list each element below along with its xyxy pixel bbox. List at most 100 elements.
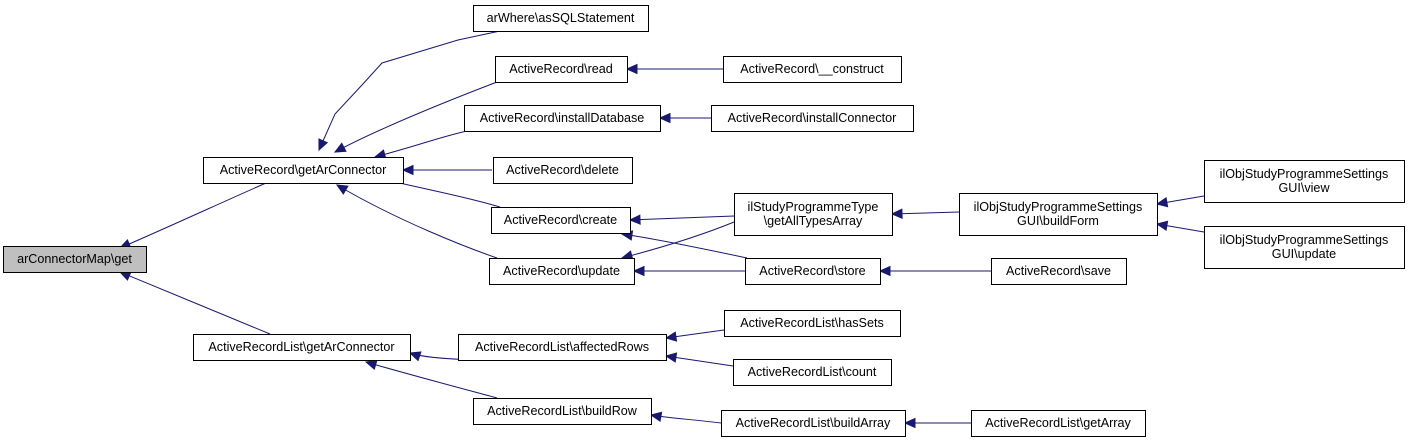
arrowhead bbox=[364, 359, 378, 371]
arrowhead bbox=[903, 417, 916, 429]
graph-node[interactable]: ActiveRecordList\buildArray bbox=[721, 410, 906, 437]
node-box bbox=[723, 56, 902, 83]
node-box bbox=[464, 105, 661, 132]
edge-n22-to-n18 bbox=[1155, 220, 1205, 233]
node-box bbox=[959, 193, 1158, 236]
edge-line bbox=[334, 81, 498, 153]
graph-node[interactable]: ActiveRecordList\getArray bbox=[971, 410, 1146, 437]
node-label: ActiveRecord\update bbox=[503, 264, 620, 278]
graph-node[interactable]: ActiveRecordList\getArConnector bbox=[193, 334, 411, 361]
graph-node[interactable]: ActiveRecordList\hasSets bbox=[724, 310, 901, 337]
arrowhead bbox=[408, 351, 422, 362]
node-label: ActiveRecord\installDatabase bbox=[480, 111, 645, 125]
graph-node[interactable]: ActiveRecord\installDatabase bbox=[464, 105, 661, 132]
edge-n12-to-n5 bbox=[658, 112, 711, 124]
edge-n13-to-n7 bbox=[628, 214, 735, 225]
node-label: ActiveRecord\store bbox=[759, 264, 865, 278]
graph-node[interactable]: ActiveRecordList\buildRow bbox=[473, 398, 652, 425]
edge-n3-to-n1 bbox=[318, 30, 501, 152]
node-label: ActiveRecordList\buildArray bbox=[736, 416, 891, 430]
edge-n10-to-n2 bbox=[364, 359, 498, 399]
node-label: ActiveRecordList\buildRow bbox=[487, 404, 638, 418]
node-label: \getAllTypesArray bbox=[764, 214, 863, 228]
node-box bbox=[495, 56, 628, 83]
node-label: ActiveRecordList\getArray bbox=[985, 416, 1131, 430]
edge-n13-to-n8 bbox=[620, 221, 735, 261]
graph-node[interactable]: ActiveRecord\create bbox=[491, 207, 631, 234]
edge-n14-to-n7 bbox=[620, 230, 748, 259]
node-box bbox=[733, 359, 892, 386]
node-box bbox=[473, 5, 649, 32]
node-label: ActiveRecord\delete bbox=[506, 163, 619, 177]
edge-n16-to-n9 bbox=[664, 352, 734, 367]
arrowhead bbox=[664, 352, 678, 363]
arrowhead bbox=[625, 63, 638, 75]
node-box bbox=[734, 193, 893, 236]
node-label: ilObjStudyProgrammeSettings bbox=[1220, 233, 1389, 247]
node-label: ActiveRecordList\getArConnector bbox=[208, 340, 394, 354]
root-node[interactable]: arConnectorMap\get bbox=[3, 246, 147, 273]
node-label: ActiveRecordList\count bbox=[748, 365, 877, 379]
edge-line bbox=[621, 233, 748, 259]
graph-node[interactable]: ActiveRecord\installConnector bbox=[711, 105, 914, 132]
graph-node[interactable]: ActiveRecord\delete bbox=[493, 157, 633, 184]
graph-node[interactable]: ActiveRecord\store bbox=[745, 258, 881, 285]
arrowhead bbox=[1155, 220, 1169, 231]
graph-node[interactable]: ilStudyProgrammeType\getAllTypesArray bbox=[734, 193, 893, 236]
arrowhead bbox=[878, 265, 891, 277]
graph-node[interactable]: ActiveRecord\save bbox=[991, 258, 1127, 285]
edge-line bbox=[629, 215, 735, 221]
edge-n4-to-n1 bbox=[333, 81, 498, 153]
graph-node[interactable]: ActiveRecord\__construct bbox=[723, 56, 902, 83]
edge-n14-to-n8 bbox=[632, 265, 745, 277]
node-box bbox=[971, 410, 1146, 437]
node-label: ActiveRecordList\hasSets bbox=[740, 316, 884, 330]
node-label: ActiveRecord\create bbox=[504, 213, 617, 227]
edge-n19-to-n14 bbox=[878, 265, 991, 277]
edge-line bbox=[665, 355, 734, 367]
arrowhead bbox=[649, 411, 663, 423]
edge-n20-to-n17 bbox=[903, 417, 971, 429]
node-label: ActiveRecordList\affectedRows bbox=[475, 340, 649, 354]
graph-node[interactable]: ActiveRecord\getArConnector bbox=[203, 157, 404, 184]
arrowhead bbox=[632, 265, 645, 277]
node-box bbox=[491, 207, 631, 234]
node-box bbox=[473, 398, 652, 425]
edge-line bbox=[374, 130, 468, 158]
node-label: ActiveRecord\installConnector bbox=[728, 111, 897, 125]
edge-n8-to-n1 bbox=[335, 184, 498, 259]
node-box bbox=[721, 410, 906, 437]
edge-n17-to-n10 bbox=[649, 411, 722, 424]
graph-node[interactable]: ActiveRecordList\count bbox=[733, 359, 892, 386]
node-label: ActiveRecord\getArConnector bbox=[220, 163, 387, 177]
node-box bbox=[991, 258, 1127, 285]
node-box bbox=[193, 334, 411, 361]
node-box bbox=[745, 258, 881, 285]
graph-node[interactable]: ActiveRecordList\affectedRows bbox=[458, 334, 667, 361]
edge-n15-to-n9 bbox=[664, 329, 725, 342]
node-label: GUI\update bbox=[1272, 247, 1336, 261]
graph-node[interactable]: arWhere\asSQLStatement bbox=[473, 5, 649, 32]
node-label: ilObjStudyProgrammeSettings bbox=[974, 200, 1143, 214]
node-label: arConnectorMap\get bbox=[17, 252, 132, 266]
node-label: ActiveRecord\save bbox=[1006, 264, 1111, 278]
arrowhead bbox=[658, 112, 671, 124]
edges-layer bbox=[118, 30, 1205, 429]
node-box bbox=[711, 105, 914, 132]
edge-line bbox=[365, 361, 498, 399]
node-label: GUI\buildForm bbox=[1017, 214, 1099, 228]
edge-n21-to-n18 bbox=[1155, 195, 1205, 208]
graph-node[interactable]: ActiveRecord\update bbox=[489, 258, 635, 285]
node-box bbox=[1204, 226, 1405, 269]
graph-node[interactable]: ActiveRecord\read bbox=[495, 56, 628, 83]
edge-line bbox=[891, 211, 960, 215]
arrowhead bbox=[1155, 197, 1169, 208]
arrowhead bbox=[318, 138, 329, 152]
node-label: GUI\view bbox=[1278, 181, 1330, 195]
edge-n18-to-n13 bbox=[890, 208, 960, 219]
edge-line bbox=[119, 271, 271, 335]
edge-n5-to-n1 bbox=[373, 130, 468, 160]
